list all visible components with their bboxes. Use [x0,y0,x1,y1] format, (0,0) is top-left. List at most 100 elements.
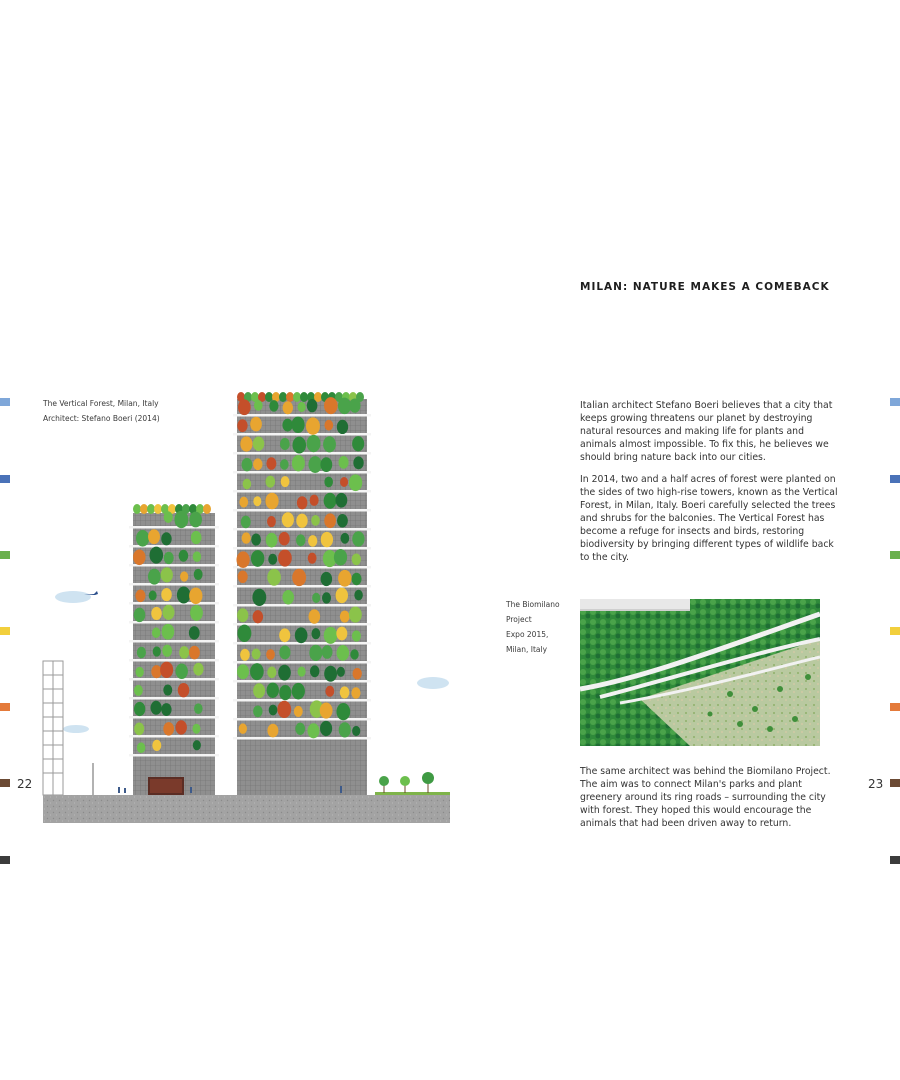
road [580,611,820,692]
balcony-tree [311,628,321,640]
balcony-tree [286,392,294,402]
building [580,599,690,609]
balcony-tree [238,723,248,734]
balcony [233,509,371,512]
balcony-tree [150,700,162,715]
balcony-tree [154,504,162,514]
balcony [129,697,219,700]
balcony-tree [160,567,173,583]
balcony-tree [282,590,294,605]
balcony-tree [348,606,362,623]
balcony-tree [305,417,320,435]
balcony-tree [272,392,280,402]
balcony-tree [252,436,265,451]
balcony-tree [336,419,349,435]
balcony-tree [324,397,338,415]
balcony-tree [335,492,348,508]
balcony-tree [353,456,364,470]
balcony-tree [152,646,161,657]
balcony-tree [136,742,146,754]
scaffold-building [42,660,64,796]
balcony-tree [194,703,203,714]
balcony-tree [296,513,308,528]
balcony-tree [160,661,174,679]
balcony [233,471,371,474]
balcony-tree [323,626,338,644]
balcony-tree [163,551,174,565]
balcony-tree [292,436,307,454]
paragraph: In 2014, two and a half acres of forest … [580,474,838,563]
balcony-tree [293,705,303,717]
balcony-tree [250,416,262,432]
balcony [233,566,371,569]
balcony-tree [278,531,290,546]
balcony-tree [240,648,250,661]
balcony [233,623,371,626]
balcony-tree [278,664,291,681]
balcony [129,602,219,605]
balcony-tree [237,664,250,680]
balcony-tree [193,662,204,676]
caption-line: Architect: Stefano Boeri (2014) [43,414,160,423]
balcony-tree [352,725,361,737]
balcony-tree [251,392,259,402]
balcony-tree [281,512,294,528]
balcony-tree [321,645,333,659]
balcony-tree [352,667,362,680]
balcony-tree [297,401,306,413]
balcony-tree [293,392,301,402]
balcony-tree [189,504,197,514]
balcony-tree [237,608,249,623]
balcony-tree [356,392,364,402]
paragraph: The same architect was behind the Biomil… [580,766,831,829]
balcony-tree [250,663,264,681]
edge-tab [0,627,10,635]
balcony-tree [240,436,253,452]
balcony-tree [151,606,162,620]
balcony-tree [309,644,323,661]
balcony-tree [151,627,161,638]
balcony-tree [152,739,162,752]
balcony-tree [314,392,322,402]
balcony-tree [244,392,252,402]
balcony-tree [178,549,189,562]
balcony-tree [312,592,321,604]
balcony-tree [339,610,350,623]
balcony [233,528,371,531]
caption-line: Milan, Italy [506,645,548,654]
balcony-tree [349,398,361,413]
balcony-tree [322,549,337,568]
balcony-tree [339,686,350,699]
balcony-tree [351,553,361,566]
cloud [417,677,449,689]
balcony [233,414,371,417]
balcony-tree [268,704,278,716]
balcony-tree [336,626,348,641]
balcony-tree [196,504,204,514]
edge-tab [0,398,10,406]
balcony-tree [324,419,334,431]
balcony-tree [148,590,157,601]
balcony [233,680,371,683]
balcony [233,585,371,588]
balcony-tree [333,548,348,566]
balcony-tree [148,529,160,545]
balcony-tree [306,399,318,413]
balcony-tree [300,392,308,402]
balcony [233,452,371,455]
balcony-tree [237,419,248,433]
balcony-tree [190,530,202,545]
edge-tab [0,551,10,559]
balcony-tree [241,532,251,544]
balcony-tree [136,646,146,659]
balcony-tree [253,705,263,718]
balcony-tree [309,665,320,678]
balcony-tree [192,740,201,751]
balcony-tree [351,630,361,642]
edge-tab [890,703,900,711]
caption-line: Expo 2015, [506,630,549,639]
balcony-tree [295,534,306,547]
balcony-tree [253,683,266,699]
balcony-tree [348,474,363,492]
balcony-tree [265,475,276,488]
